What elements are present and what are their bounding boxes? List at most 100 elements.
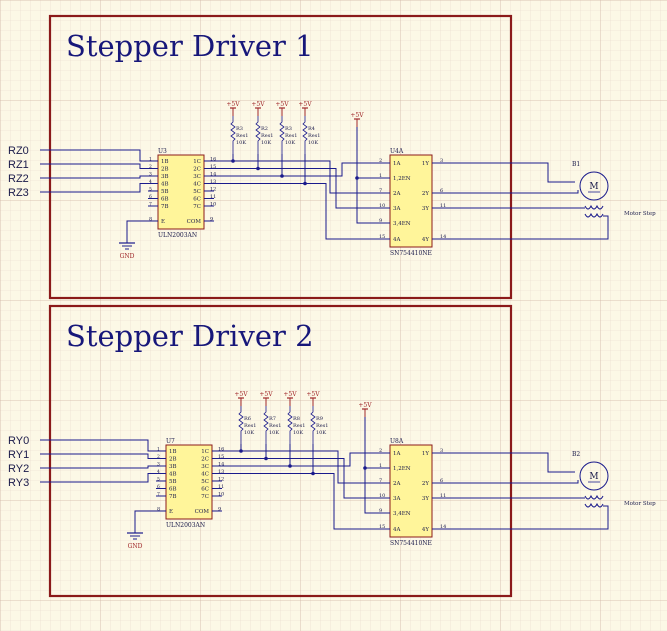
ic-ref: U3 bbox=[158, 148, 167, 155]
pin-name: 2C bbox=[201, 457, 209, 463]
pin-number: 13 bbox=[218, 469, 224, 475]
gnd-label: GND bbox=[128, 543, 143, 550]
motor-symbol: M bbox=[589, 472, 598, 482]
resistor-zigzag bbox=[287, 406, 293, 444]
pin-number: 6 bbox=[440, 478, 443, 484]
resistor-value: 10K bbox=[293, 430, 303, 436]
pin-name: 2A bbox=[393, 481, 401, 487]
pin-number: 3 bbox=[440, 448, 443, 454]
pin-number: 14 bbox=[210, 172, 216, 178]
input-label-rz3: RZ3 bbox=[8, 187, 29, 199]
pin-name: 5B bbox=[169, 479, 177, 485]
pin-number: 11 bbox=[440, 203, 446, 209]
pin-number: 2 bbox=[149, 164, 152, 170]
motor-wire bbox=[444, 505, 609, 530]
resistor-ref: R7 bbox=[269, 416, 276, 422]
pin-name: 1A bbox=[393, 161, 401, 167]
pin-name: 3,4EN bbox=[393, 221, 411, 227]
pin-name: 5C bbox=[193, 189, 201, 195]
ic-part: SN754410NE bbox=[390, 540, 432, 547]
power-label: +5V bbox=[275, 101, 289, 108]
pin-name: 1A bbox=[393, 451, 401, 457]
pin-name: 2Y bbox=[422, 191, 429, 197]
pin-name: 1C bbox=[201, 449, 209, 455]
pin-number: 1 bbox=[379, 463, 382, 469]
resistor-ref: R9 bbox=[316, 416, 323, 422]
resistor-type: Res1 bbox=[285, 133, 297, 139]
input-wire bbox=[40, 163, 148, 169]
pin-number: 16 bbox=[218, 447, 224, 453]
pin-name: 2A bbox=[393, 191, 401, 197]
stepper-section-1: Stepper Driver 1RZ0RZ1RZ2RZ3U3ULN2003AN1… bbox=[8, 14, 656, 300]
pin-name: 4A bbox=[393, 237, 401, 243]
pin-number: 5 bbox=[157, 477, 160, 483]
pin-name: 1,2EN bbox=[393, 176, 411, 182]
enable-wire bbox=[364, 417, 378, 514]
motor-symbol: M bbox=[589, 182, 598, 192]
resistor-value: 10K bbox=[261, 140, 271, 146]
pin-name: 4B bbox=[169, 472, 177, 478]
pin-name: 6B bbox=[161, 197, 169, 203]
sn754410-driver-ic: U4ASN754410NE1A21,2EN12A73A103,4EN94A151… bbox=[378, 148, 446, 257]
pin-number: 3 bbox=[157, 462, 160, 468]
input-label-ry1: RY1 bbox=[8, 449, 29, 461]
resistor-value: 10K bbox=[244, 430, 254, 436]
section-title: Stepper Driver 1 bbox=[66, 29, 314, 63]
power-label: +5V bbox=[226, 101, 240, 108]
power-label: +5V bbox=[298, 101, 312, 108]
pin-name: 3,4EN bbox=[393, 511, 411, 517]
pin-number: 10 bbox=[218, 492, 224, 498]
pin-number: 5 bbox=[149, 187, 152, 193]
resistor-zigzag bbox=[230, 116, 236, 154]
ic-ref: U7 bbox=[166, 438, 175, 445]
pin-name: 1B bbox=[169, 449, 177, 455]
input-label-ry2: RY2 bbox=[8, 463, 29, 475]
input-wire bbox=[40, 439, 156, 452]
pin-name: 3A bbox=[393, 206, 401, 212]
pin-number: 14 bbox=[218, 462, 224, 468]
resistor-ref: R4 bbox=[308, 126, 315, 132]
input-wire bbox=[40, 149, 148, 162]
resistor-zigzag bbox=[279, 116, 285, 154]
pin-number: 13 bbox=[210, 179, 216, 185]
pin-number: 7 bbox=[379, 478, 382, 484]
pin-number: 4 bbox=[149, 179, 152, 185]
power-label: +5V bbox=[251, 101, 265, 108]
pin-name: 4Y bbox=[422, 527, 429, 533]
pin-number: 1 bbox=[157, 447, 160, 453]
ic-body bbox=[389, 154, 433, 248]
pin-name: COM bbox=[187, 219, 202, 225]
ground-symbol: GND bbox=[119, 242, 135, 260]
pin-name: 7B bbox=[161, 204, 169, 210]
pin-name: 1,2EN bbox=[393, 466, 411, 472]
ic-part: ULN2003AN bbox=[166, 522, 205, 529]
power-symbol-5v: +5V bbox=[251, 101, 265, 116]
motor-wire bbox=[444, 190, 579, 194]
pin-number: 11 bbox=[440, 493, 446, 499]
resistor-ref: R8 bbox=[293, 416, 300, 422]
pin-number: 14 bbox=[440, 524, 446, 530]
ic-part: ULN2003AN bbox=[158, 232, 197, 239]
power-symbol-5v: +5V bbox=[298, 101, 312, 116]
pin-name: 1B bbox=[161, 159, 169, 165]
pin-number: 12 bbox=[210, 187, 216, 193]
pin-name: 7C bbox=[201, 494, 209, 500]
input-wire bbox=[40, 183, 148, 193]
input-label-ry3: RY3 bbox=[8, 477, 29, 489]
pin-name: E bbox=[161, 219, 165, 225]
pin-number: 15 bbox=[218, 454, 224, 460]
pin-number: 2 bbox=[157, 454, 160, 460]
pin-name: 6C bbox=[201, 487, 209, 493]
section-frame bbox=[48, 14, 513, 300]
input-label-rz1: RZ1 bbox=[8, 159, 29, 171]
pin-name: 2C bbox=[193, 167, 201, 173]
motor-ref: B1 bbox=[572, 161, 580, 168]
pin-name: 5C bbox=[201, 479, 209, 485]
